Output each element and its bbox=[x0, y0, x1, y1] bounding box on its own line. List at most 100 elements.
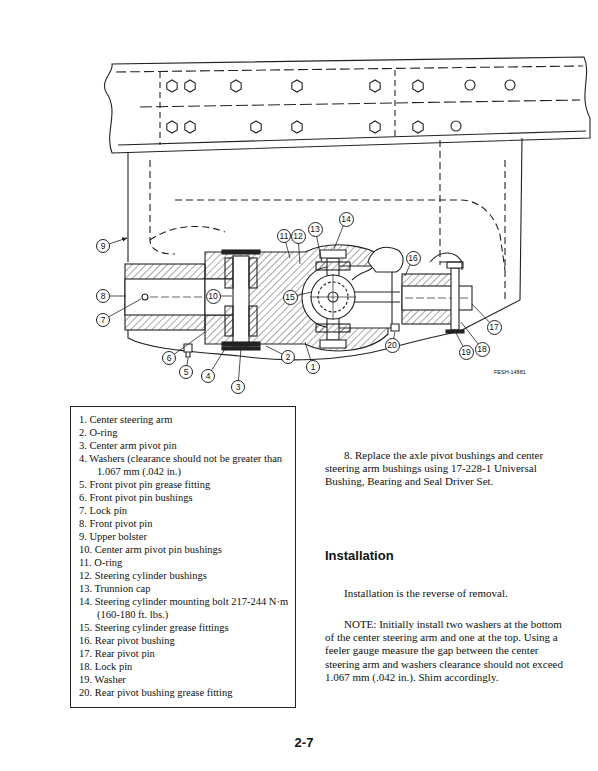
callout-number: 7 bbox=[96, 313, 110, 327]
bolt-head bbox=[292, 80, 302, 92]
parts-list-item: 6. Front pivot pin bushings bbox=[79, 491, 289, 504]
parts-list-item: 17. Rear pivot pin bbox=[79, 647, 289, 660]
pivot-pin-bushing bbox=[249, 306, 257, 336]
bolt-head bbox=[167, 121, 177, 133]
frame-rail bbox=[104, 57, 590, 153]
callout-text: 12 bbox=[293, 232, 302, 241]
callout-number: 12 bbox=[291, 229, 306, 244]
steering-cylinder-rod bbox=[354, 292, 400, 302]
bolt-hole bbox=[465, 80, 475, 90]
callout-text: 6 bbox=[167, 354, 172, 363]
bolt-head bbox=[413, 121, 423, 133]
rear-pivot-pin bbox=[402, 286, 472, 310]
parts-list-box: 1. Center steering arm2. O-ring3. Center… bbox=[70, 406, 296, 708]
parts-list-item: 8. Front pivot pin bbox=[79, 517, 289, 530]
arm-yoke-opening bbox=[302, 266, 392, 328]
callout-number: 13 bbox=[308, 222, 323, 237]
callout-text: 3 bbox=[236, 383, 241, 392]
parts-list-item: 1. Center steering arm bbox=[79, 413, 289, 426]
callout-text: 17 bbox=[489, 323, 498, 332]
bolt-nut bbox=[320, 340, 346, 348]
parts-list-item: 7. Lock pin bbox=[79, 504, 289, 517]
callout-text: 14 bbox=[341, 215, 350, 224]
hidden-line bbox=[140, 100, 580, 107]
callout-number: 9 bbox=[96, 239, 110, 253]
callout-number: 11 bbox=[277, 229, 291, 243]
bolt-hole bbox=[451, 121, 461, 131]
drawing-g bbox=[103, 219, 494, 387]
lock-pin-hole bbox=[142, 294, 148, 300]
pin-centerline bbox=[405, 298, 470, 299]
callout-text: 10 bbox=[208, 292, 217, 301]
bolt-head bbox=[292, 121, 302, 133]
callout-number: 2 bbox=[281, 350, 295, 364]
pivot-pin-bushing bbox=[225, 306, 233, 336]
section-heading: Installation bbox=[325, 548, 525, 563]
bolt-head bbox=[167, 80, 177, 92]
drawing-g bbox=[167, 80, 515, 133]
callout-text: 19 bbox=[461, 348, 470, 357]
bracket bbox=[430, 253, 462, 270]
parts-list-item: 14. Steering cylinder mounting bolt 217-… bbox=[79, 595, 289, 621]
bolt-head bbox=[370, 121, 380, 133]
callout-number: 4 bbox=[201, 369, 215, 383]
bolt-head bbox=[185, 121, 195, 133]
callout-number: 14 bbox=[339, 212, 354, 227]
callout-text: 2 bbox=[286, 353, 291, 362]
callout-text: 8 bbox=[101, 292, 106, 301]
cylinder-eye bbox=[311, 275, 355, 319]
bolt-head bbox=[251, 121, 261, 133]
frame-flange bbox=[116, 66, 583, 72]
procedure-step: 8. Replace the axle pivot bushings and c… bbox=[325, 449, 563, 489]
bolt-head bbox=[413, 80, 423, 92]
washer bbox=[446, 330, 464, 333]
bolt-head bbox=[231, 80, 241, 92]
page-number: 2-7 bbox=[284, 735, 324, 750]
parts-list-item: 10. Center arm pivot pin bushings bbox=[79, 543, 289, 556]
parts-list-item: 4. Washers (clearance should not be grea… bbox=[79, 452, 289, 478]
parts-list-item: 13. Trunnion cap bbox=[79, 582, 289, 595]
hidden-line bbox=[439, 140, 440, 265]
callout-text: 16 bbox=[408, 254, 417, 263]
callout-text: 18 bbox=[477, 345, 486, 354]
callout-number: 6 bbox=[162, 351, 176, 365]
grease-hose bbox=[352, 268, 372, 280]
parts-list-item: 16. Rear pivot bushing bbox=[79, 634, 289, 647]
hidden-line bbox=[394, 70, 395, 140]
callout-number: 16 bbox=[406, 251, 421, 266]
lock-pin bbox=[451, 268, 459, 330]
hidden-line bbox=[159, 72, 160, 145]
callout-number: 8 bbox=[96, 289, 110, 303]
note-text: NOTE: Initially install two washers at t… bbox=[325, 618, 563, 684]
washer bbox=[222, 250, 260, 254]
lock-pin-nut bbox=[447, 262, 463, 268]
callout-number: 15 bbox=[283, 290, 298, 305]
parts-list-item: 12. Steering cylinder bushings bbox=[79, 569, 289, 582]
callout-text: 9 bbox=[101, 242, 106, 251]
parts-list-item: 20. Rear pivot bushing grease fitting bbox=[79, 686, 289, 699]
callout-text: 13 bbox=[310, 225, 319, 234]
callout-number: 17 bbox=[487, 320, 502, 335]
bolt-head bbox=[185, 80, 195, 92]
hidden-line bbox=[504, 160, 505, 300]
body-text: Installation is the reverse of removal. bbox=[344, 587, 574, 600]
callout-number: 1 bbox=[306, 360, 320, 374]
washer bbox=[222, 342, 260, 346]
bolt-head bbox=[320, 250, 346, 258]
callout-text: 4 bbox=[206, 372, 211, 381]
centerline bbox=[333, 274, 334, 320]
callout-text: 1 bbox=[311, 363, 316, 372]
callout-text: 15 bbox=[285, 293, 294, 302]
callout-number: 3 bbox=[231, 380, 245, 394]
parts-list-item: 5. Front pivot pin grease fitting bbox=[79, 478, 289, 491]
pivot-pin-bushing bbox=[225, 258, 233, 288]
callout-text: 11 bbox=[280, 232, 289, 241]
callout-text: 20 bbox=[387, 341, 396, 350]
bolster-hidden bbox=[150, 160, 505, 270]
parts-list-item: 11. O-ring bbox=[79, 556, 289, 569]
bolt-hole bbox=[505, 80, 515, 90]
figure-id: FESH-14881 bbox=[494, 369, 554, 375]
bolt-head bbox=[370, 80, 380, 92]
bolster-hidden bbox=[150, 226, 225, 240]
center-arm-pivot-pin bbox=[233, 256, 249, 346]
